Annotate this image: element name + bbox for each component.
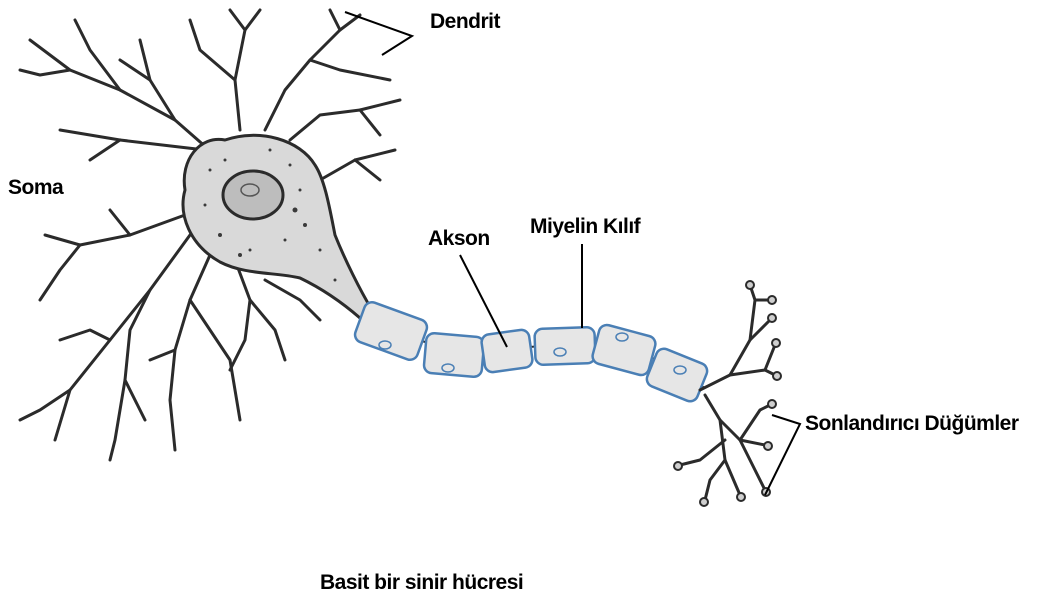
myelin-segment: [644, 346, 709, 403]
label-soma: Soma: [8, 176, 63, 200]
myelin-segment: [591, 323, 657, 377]
akson-pointer: [460, 255, 507, 347]
pointer-lines: [345, 12, 800, 495]
myelin-segment: [423, 333, 484, 378]
myelin-segment: [353, 300, 429, 362]
label-dendrit: Dendrit: [430, 10, 500, 34]
label-akson: Akson: [428, 227, 490, 251]
label-sonlandirici: Sonlandırıcı Düğümler: [805, 412, 1019, 436]
myelin-segment: [481, 329, 534, 373]
myelin-sheath: [353, 300, 710, 404]
soma: [183, 135, 372, 318]
sonlandirici-pointer: [765, 415, 800, 495]
caption: Basit bir sinir hücresi: [320, 571, 523, 595]
soma-body: [183, 135, 372, 318]
label-miyelin: Miyelin Kılıf: [530, 215, 640, 239]
myelin-segment: [534, 327, 595, 365]
